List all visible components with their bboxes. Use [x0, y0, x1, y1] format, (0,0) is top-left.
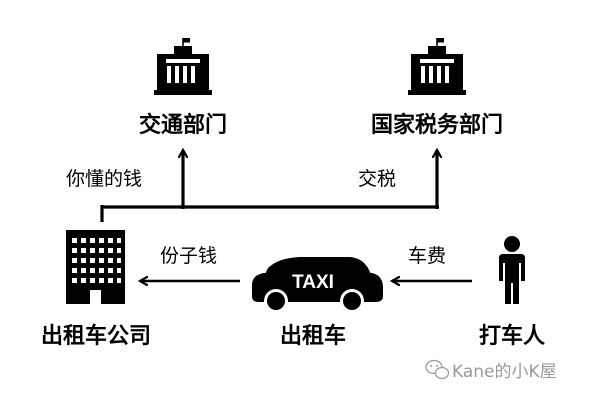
taxi-sign-text: TAXI: [292, 272, 334, 293]
government-building-icon: [407, 37, 467, 96]
transport-dept-label: 交通部门: [139, 112, 227, 138]
transport-dept-node: 交通部门: [139, 37, 227, 138]
connector-lines: [100, 150, 439, 222]
watermark: Kane的小K屋: [425, 359, 557, 382]
taxi-car-icon: TAXI: [252, 257, 383, 313]
passenger-label: 打车人: [479, 323, 545, 349]
taxi-node: TAXI 出租车: [252, 257, 383, 349]
taxi-company-node: 出租车公司: [41, 230, 151, 349]
taxi-company-label: 出租车公司: [41, 323, 151, 349]
passenger-node: 打车人: [479, 236, 545, 349]
government-building-icon: [153, 37, 213, 96]
person-icon: [499, 236, 525, 304]
office-building-icon: [66, 230, 125, 304]
watermark-text: Kane的小K屋: [452, 362, 557, 382]
wechat-icon: [425, 359, 450, 380]
edge-label-to-tax: 交税: [358, 168, 396, 190]
tax-bureau-label: 国家税务部门: [371, 112, 503, 138]
edge-label-to-transport: 你懂的钱: [66, 168, 142, 190]
taxi-label: 出租车: [280, 323, 346, 349]
edge-label-fare: 车费: [408, 245, 446, 267]
tax-bureau-node: 国家税务部门: [371, 37, 503, 138]
edge-label-share-fee: 份子钱: [160, 245, 217, 267]
